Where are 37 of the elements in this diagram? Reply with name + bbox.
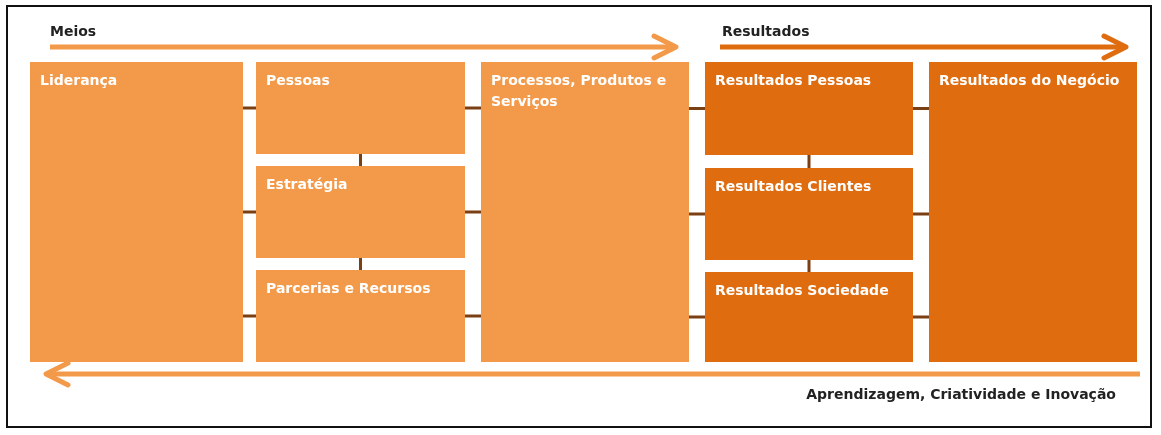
box-title: Pessoas bbox=[266, 71, 331, 90]
connector-line bbox=[689, 107, 705, 110]
connector-line bbox=[465, 314, 481, 318]
connector-line bbox=[359, 258, 362, 270]
flow-label: Meios bbox=[50, 23, 97, 39]
connector-line bbox=[689, 212, 705, 216]
flow-label: Aprendizagem, Criatividade e Inovação bbox=[806, 386, 1116, 402]
flow-label: Resultados bbox=[722, 23, 810, 39]
connector-line bbox=[807, 260, 811, 272]
category-box bbox=[705, 62, 913, 155]
category-box bbox=[705, 272, 913, 362]
connector-line bbox=[243, 314, 256, 318]
category-box bbox=[30, 62, 243, 362]
connector-line bbox=[465, 106, 481, 110]
connector-line bbox=[243, 106, 256, 110]
connector-line bbox=[689, 315, 705, 319]
connector-line bbox=[243, 210, 256, 214]
box-title: Liderança bbox=[40, 71, 119, 90]
box-title: Resultados Pessoas bbox=[715, 71, 873, 90]
category-box bbox=[256, 270, 465, 362]
connector-line bbox=[465, 210, 481, 214]
box-title: Parcerias e Recursos bbox=[266, 279, 432, 298]
box-title: Resultados do Negócio bbox=[939, 71, 1121, 90]
box-title: Estratégia bbox=[266, 175, 349, 194]
category-box bbox=[256, 166, 465, 258]
box-title: Resultados Sociedade bbox=[715, 281, 890, 300]
connector-line bbox=[913, 315, 929, 319]
box-title: Processos, Produtos e Serviços bbox=[491, 71, 668, 111]
category-box bbox=[705, 168, 913, 260]
connector-line bbox=[913, 212, 929, 216]
connector-line bbox=[359, 154, 362, 166]
connector-line bbox=[807, 155, 811, 168]
connector-line bbox=[913, 107, 929, 110]
category-box bbox=[256, 62, 465, 154]
category-box bbox=[481, 62, 689, 362]
box-title: Resultados Clientes bbox=[715, 177, 873, 196]
category-box bbox=[929, 62, 1137, 362]
